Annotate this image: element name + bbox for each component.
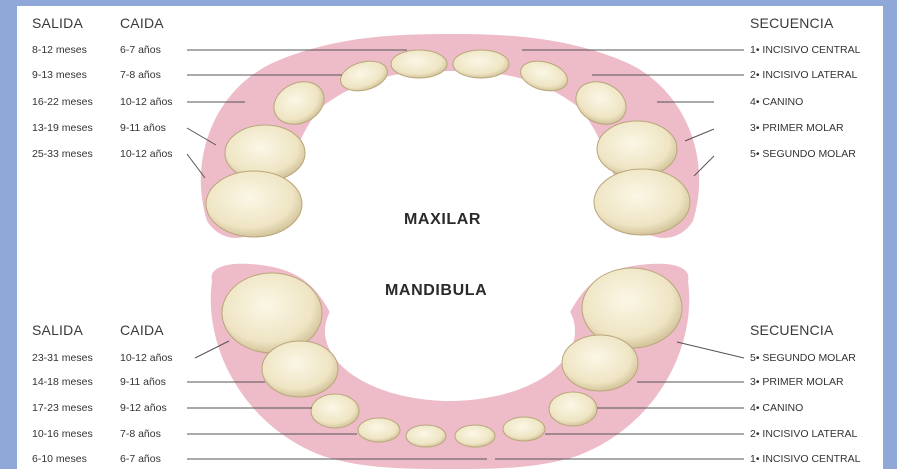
- upper-right-first-molar: [597, 121, 677, 177]
- maxilar-seq-4: 3• PRIMER MOLAR: [750, 122, 844, 134]
- mandibula-seq-5: 1• INCISIVO CENTRAL: [750, 453, 860, 465]
- lower-left-canine: [311, 394, 359, 428]
- lower-right-canine: [549, 392, 597, 426]
- mandibula-row-2-caida: 9-11 años: [120, 376, 166, 388]
- upper-left-central-incisor: [391, 50, 447, 78]
- mandibula-seq-3: 4• CANINO: [750, 402, 803, 414]
- mandibula-row-2-salida: 14-18 meses: [32, 376, 93, 388]
- mandibula-row-5-salida: 6-10 meses: [32, 453, 87, 465]
- maxilar-row-2-salida: 9-13 meses: [32, 69, 87, 81]
- mandibula-row-3-caida: 9-12 años: [120, 402, 167, 414]
- mandibula-seq-2: 3• PRIMER MOLAR: [750, 376, 844, 388]
- maxilar-row-4-salida: 13-19 meses: [32, 122, 93, 134]
- mandibula-title: MANDIBULA: [385, 282, 487, 300]
- maxilar-row-3-caida: 10-12 años: [120, 96, 173, 108]
- lower-left-first-molar: [262, 341, 338, 397]
- maxilar-secuencia-header: SECUENCIA: [750, 15, 833, 31]
- maxilar-row-5-caida: 10-12 años: [120, 148, 173, 160]
- maxilar-row-3-salida: 16-22 meses: [32, 96, 93, 108]
- maxilar-row-5-salida: 25-33 meses: [32, 148, 93, 160]
- mandibula-seq-4: 2• INCISIVO LATERAL: [750, 428, 857, 440]
- mandibula-caida-header: CAIDA: [120, 322, 164, 338]
- upper-left-second-molar: [206, 171, 302, 237]
- lower-left-central-incisor: [406, 425, 446, 447]
- mandibula-row-1-caida: 10-12 años: [120, 352, 173, 364]
- maxilar-row-2-caida: 7-8 años: [120, 69, 161, 81]
- dental-chart-panel: SALIDA CAIDA SECUENCIA 8-12 meses 6-7 añ…: [17, 6, 883, 469]
- maxilar-seq-1: 1• INCISIVO CENTRAL: [750, 44, 860, 56]
- maxilar-seq-5: 5• SEGUNDO MOLAR: [750, 148, 856, 160]
- maxilar-caida-header: CAIDA: [120, 15, 164, 31]
- lower-right-first-molar: [562, 335, 638, 391]
- maxilar-seq-2: 2• INCISIVO LATERAL: [750, 69, 857, 81]
- maxilar-row-1-salida: 8-12 meses: [32, 44, 87, 56]
- maxilar-seq-3: 4• CANINO: [750, 96, 803, 108]
- mandibula-row-4-caida: 7-8 años: [120, 428, 161, 440]
- mandibula-row-3-salida: 17-23 meses: [32, 402, 93, 414]
- mandibula-row-4-salida: 10-16 meses: [32, 428, 93, 440]
- lower-left-lateral-incisor: [358, 418, 400, 442]
- maxilar-row-1-caida: 6-7 años: [120, 44, 161, 56]
- lower-right-lateral-incisor: [503, 417, 545, 441]
- mandibula-row-5-caida: 6-7 años: [120, 453, 161, 465]
- maxilar-palate: [300, 86, 600, 276]
- lower-right-central-incisor: [455, 425, 495, 447]
- mandibula-row-1-salida: 23-31 meses: [32, 352, 93, 364]
- mandibula-salida-header: SALIDA: [32, 322, 83, 338]
- upper-right-central-incisor: [453, 50, 509, 78]
- mandibula-seq-1: 5• SEGUNDO MOLAR: [750, 352, 856, 364]
- maxilar-title: MAXILAR: [404, 211, 481, 229]
- maxilar-salida-header: SALIDA: [32, 15, 83, 31]
- upper-right-second-molar: [594, 169, 690, 235]
- mandibula-secuencia-header: SECUENCIA: [750, 322, 833, 338]
- maxilar-row-4-caida: 9-11 años: [120, 122, 166, 134]
